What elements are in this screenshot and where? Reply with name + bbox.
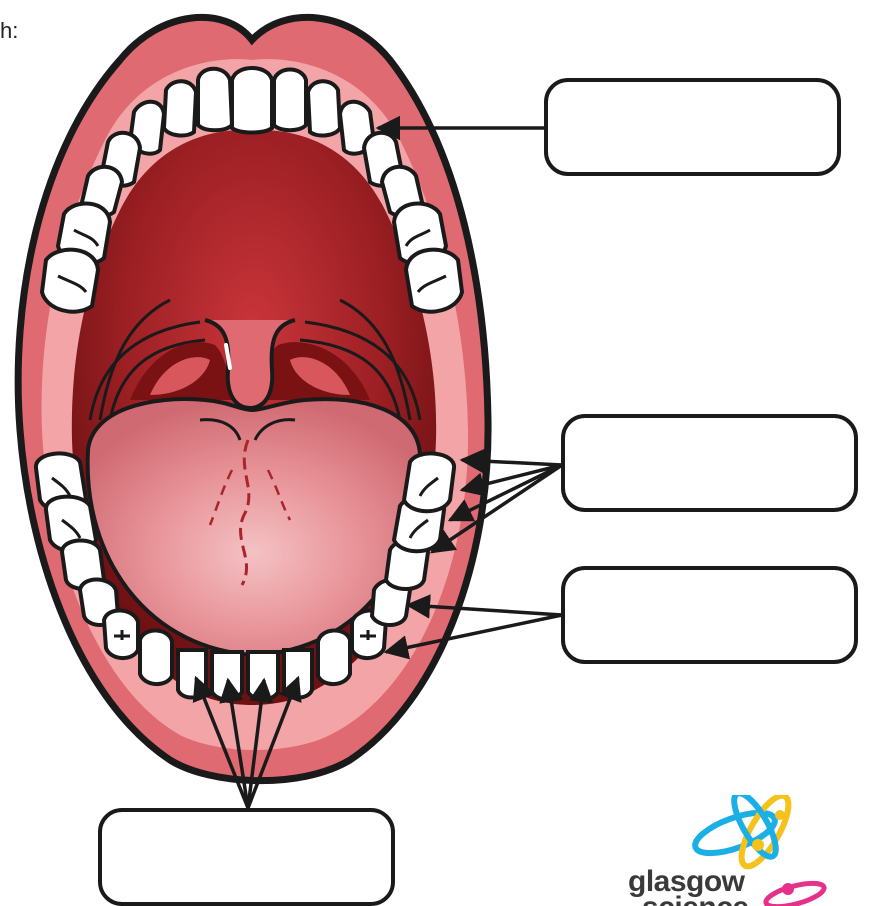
- label-box-incisors[interactable]: [98, 808, 395, 906]
- label-box-premolars-text: [565, 570, 854, 600]
- upper-incisor-5: [308, 81, 340, 135]
- lower-molar-right-1: [404, 453, 454, 511]
- logo-word-science: science: [642, 891, 749, 906]
- lower-incisor-6: [318, 630, 350, 684]
- lower-incisor-3: [212, 652, 242, 700]
- label-box-premolars[interactable]: [561, 566, 858, 664]
- label-box-molars[interactable]: [561, 414, 858, 512]
- upper-incisor-3: [274, 70, 306, 131]
- upper-incisor-4: [164, 81, 196, 135]
- label-box-incisors-text: [102, 812, 391, 842]
- upper-incisor-1: [198, 69, 232, 131]
- lower-incisor-1: [140, 630, 172, 684]
- glasgow-science-logo: glasgow science: [620, 795, 869, 906]
- upper-incisor-2: [232, 68, 272, 133]
- label-box-molars-text: [565, 418, 854, 448]
- lower-incisor-5: [284, 650, 312, 698]
- label-box-top[interactable]: [544, 78, 841, 176]
- label-box-top-text: [548, 82, 837, 112]
